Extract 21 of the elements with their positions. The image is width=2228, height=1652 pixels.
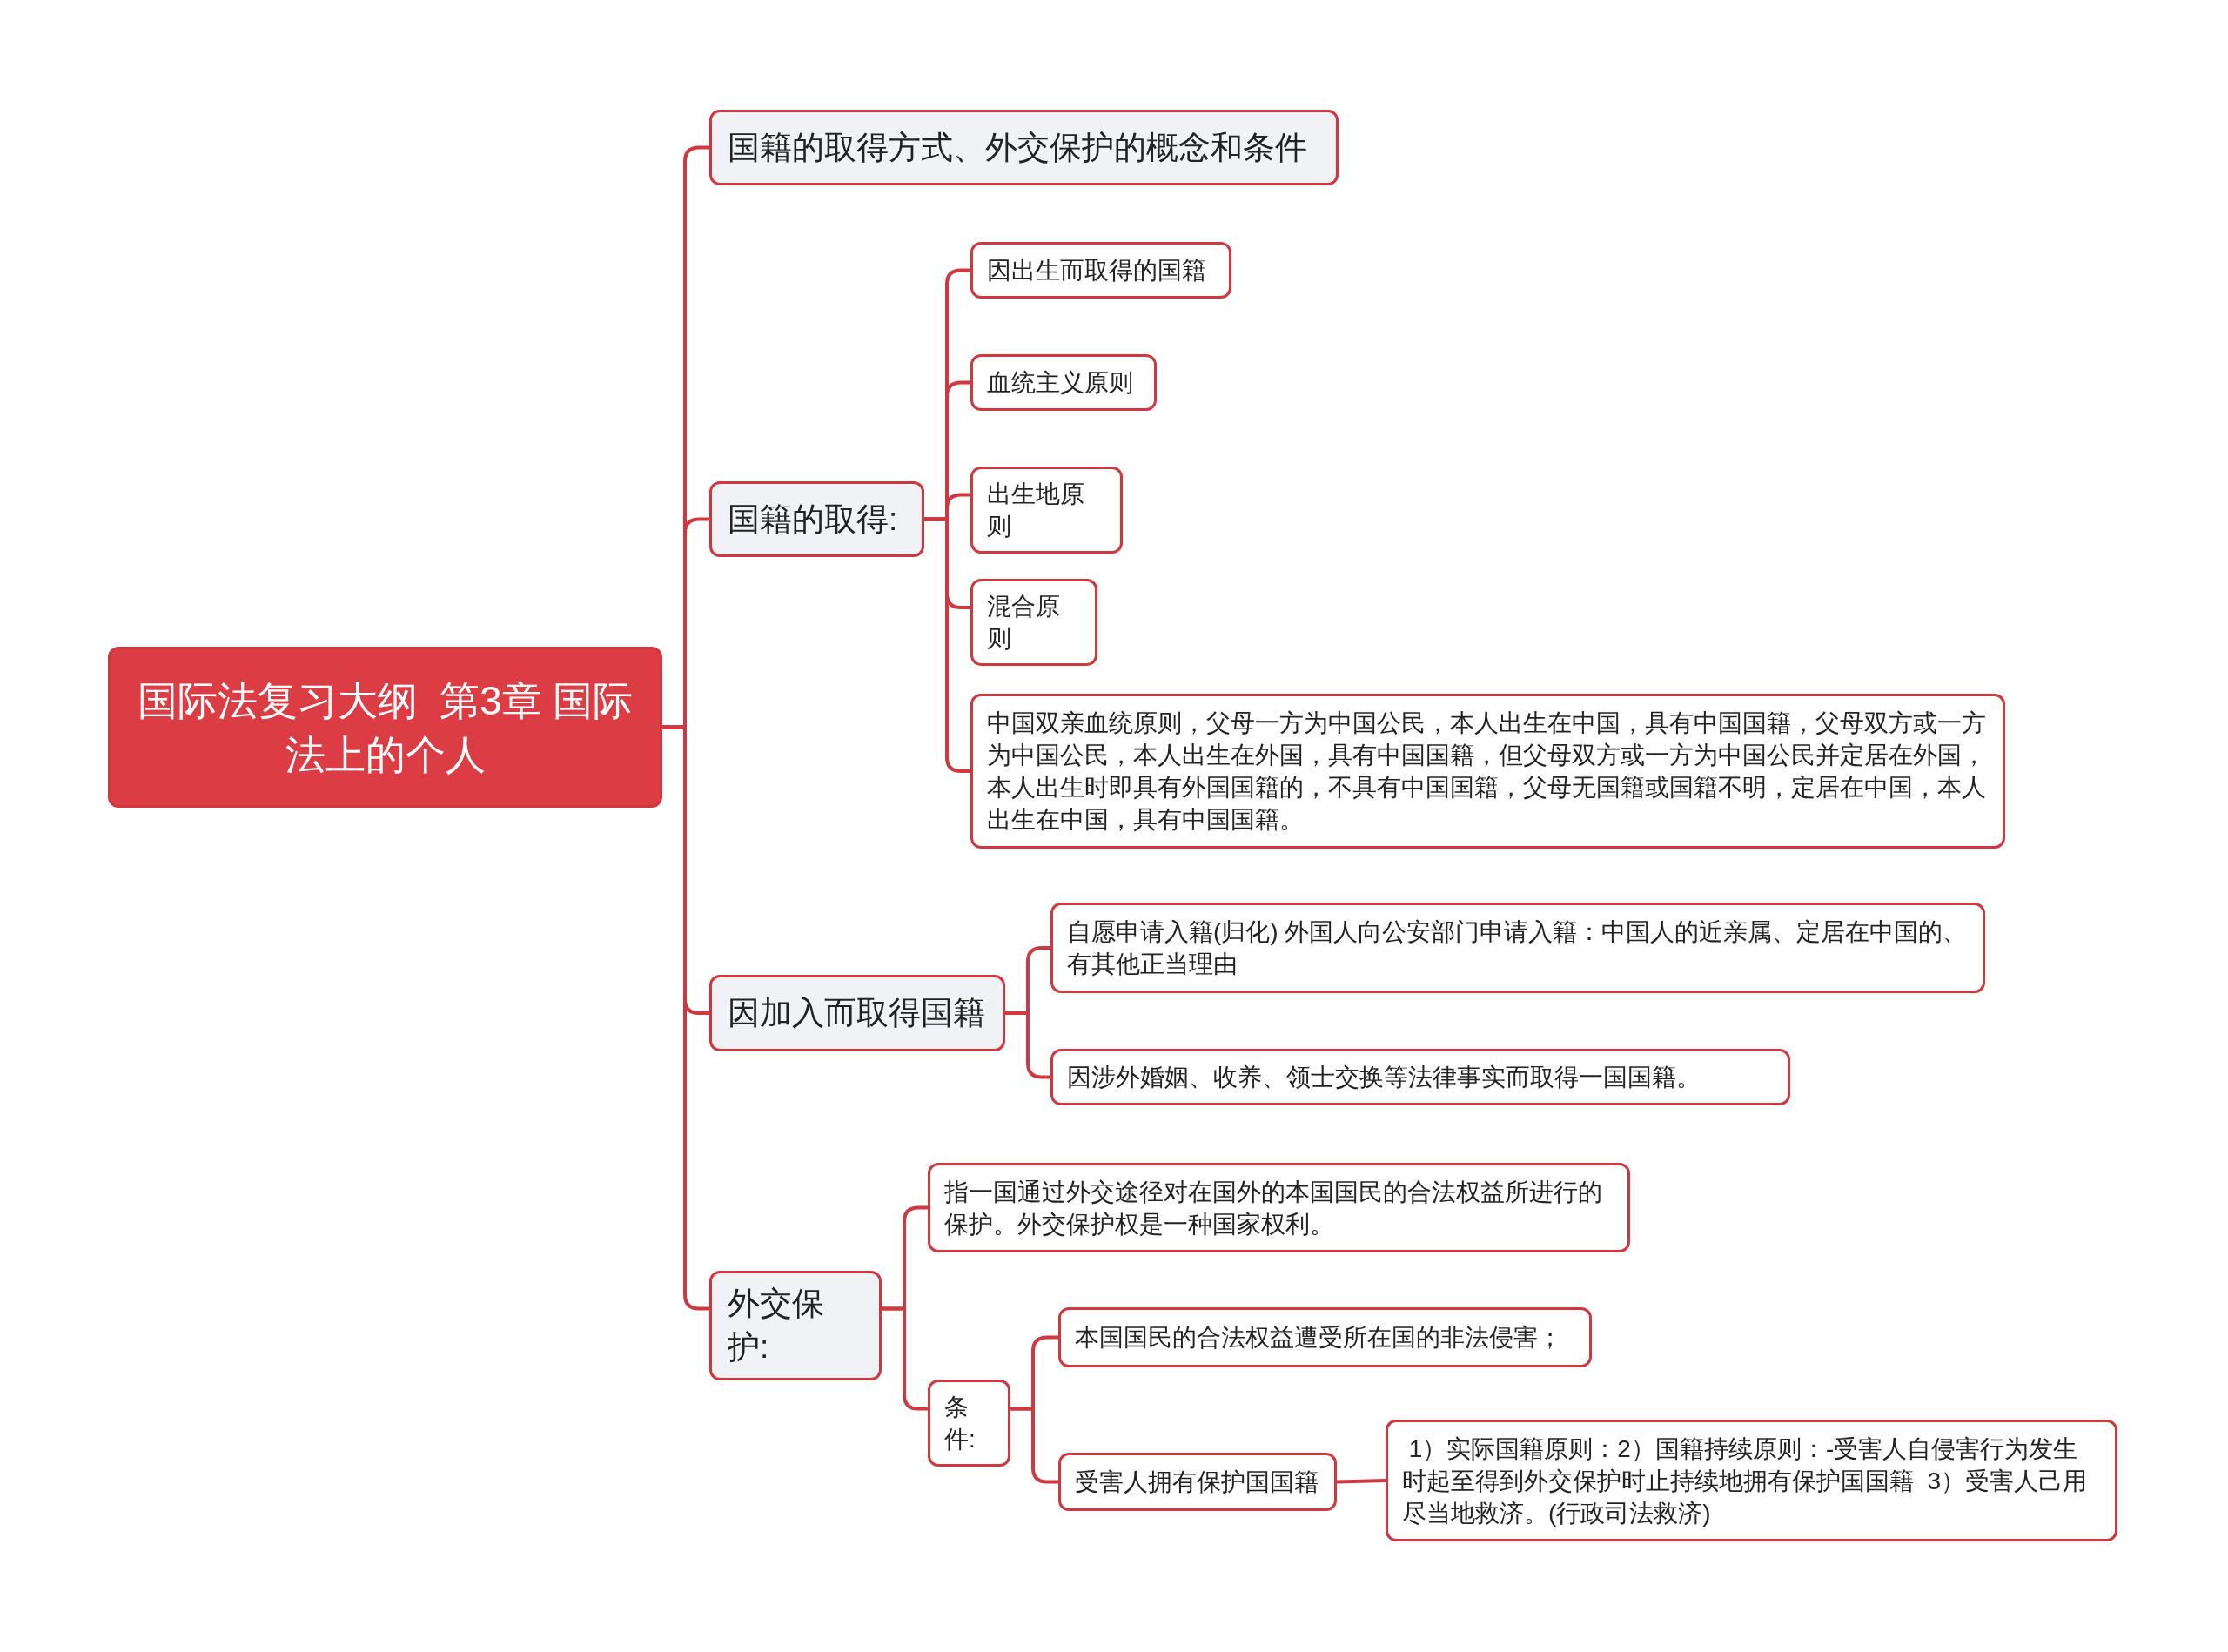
- subtopic-box: 因涉外婚姻、收养、领士交换等法律事实而取得一国国籍。: [1050, 1049, 1790, 1105]
- subtopic-box: 血统主义原则: [970, 354, 1157, 411]
- topic-box: 国籍的取得方式、外交保护的概念和条件: [709, 110, 1339, 185]
- subtopic-box: 条件:: [928, 1380, 1010, 1467]
- root-topic-box: 国际法复习大纲 第3章 国际法上的个人: [108, 647, 662, 808]
- topic-box: 外交保护:: [709, 1271, 882, 1380]
- subtopic-box: 中国双亲血统原则，父母一方为中国公民，本人出生在中国，具有中国国籍，父母双方或一方为中国公民，本人出生在外国，具有中国国籍，但父母双方或一方为中国公民并定居在外国，本人出生时即具有外国国籍的，不具有中国国籍，父母无国籍或国籍不明，定居在中国，本人出生在中国，具有中国国籍。: [970, 694, 2005, 849]
- subtopic-box: 因出生而取得的国籍: [970, 242, 1231, 299]
- connector: [882, 1306, 928, 1411]
- subtopic-box: 混合原则: [970, 579, 1097, 666]
- subtopic-box: 受害人拥有保护国国籍: [1058, 1453, 1337, 1511]
- connector: [1336, 1479, 1386, 1484]
- connector: [924, 517, 970, 773]
- subtopic-box: 自愿申请入籍(归化) 外国人向公安部门申请入籍：中国人的近亲属、定居在中国的、有其他正当理由: [1050, 903, 1985, 993]
- topic-box: 国籍的取得:: [709, 481, 924, 557]
- subtopic-box: 指一国通过外交途径对在国外的本国国民的合法权益所进行的保护。外交保护权是一种国家权利。: [928, 1163, 1630, 1252]
- subtopic-box: 1）实际国籍原则：2）国籍持续原则：-受害人自侵害行为发生时起至得到外交保护时止持续地拥有保护国国籍 3）受害人己用尽当地救济。(行政司法救济): [1386, 1420, 2117, 1541]
- subtopic-box: 出生地原则: [970, 467, 1123, 554]
- connector: [662, 725, 709, 1311]
- topic-box: 因加入而取得国籍: [709, 975, 1005, 1051]
- subtopic-box: 本国国民的合法权益遭受所在国的非法侵害；: [1058, 1307, 1592, 1367]
